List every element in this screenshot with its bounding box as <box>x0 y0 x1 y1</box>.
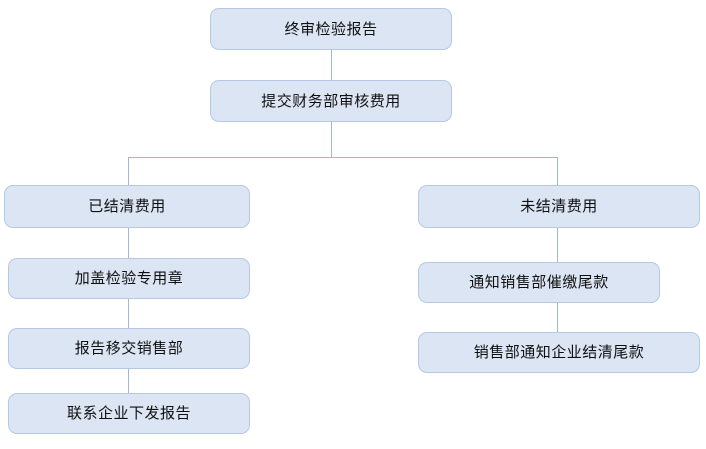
connector-notify-to-sales-settle <box>557 303 558 332</box>
node-contact-enterprise-issue-report[interactable]: 联系企业下发报告 <box>8 393 250 434</box>
connector-split-to-unsettled <box>557 157 558 185</box>
connector-submit-to-split <box>331 122 332 157</box>
connector-transfer-to-contact <box>128 369 129 393</box>
connector-split-to-settled <box>128 157 129 185</box>
node-fee-settled[interactable]: 已结清费用 <box>4 185 250 228</box>
node-stamp-inspection-seal[interactable]: 加盖检验专用章 <box>8 258 250 299</box>
node-final-inspection-report[interactable]: 终审检验报告 <box>210 8 452 50</box>
node-notify-sales-collect-balance[interactable]: 通知销售部催缴尾款 <box>418 262 660 303</box>
connector-report-to-submit <box>331 50 332 80</box>
connector-split-horizontal <box>128 157 558 158</box>
connector-unsettled-to-notify <box>557 228 558 262</box>
node-sales-notify-enterprise-settle[interactable]: 销售部通知企业结清尾款 <box>418 332 700 373</box>
node-fee-unsettled[interactable]: 未结清费用 <box>418 185 700 228</box>
connector-settled-to-stamp <box>128 228 129 258</box>
node-submit-finance-review-fee[interactable]: 提交财务部审核费用 <box>210 80 452 122</box>
node-transfer-report-to-sales[interactable]: 报告移交销售部 <box>8 328 250 369</box>
connector-stamp-to-transfer <box>128 299 129 328</box>
